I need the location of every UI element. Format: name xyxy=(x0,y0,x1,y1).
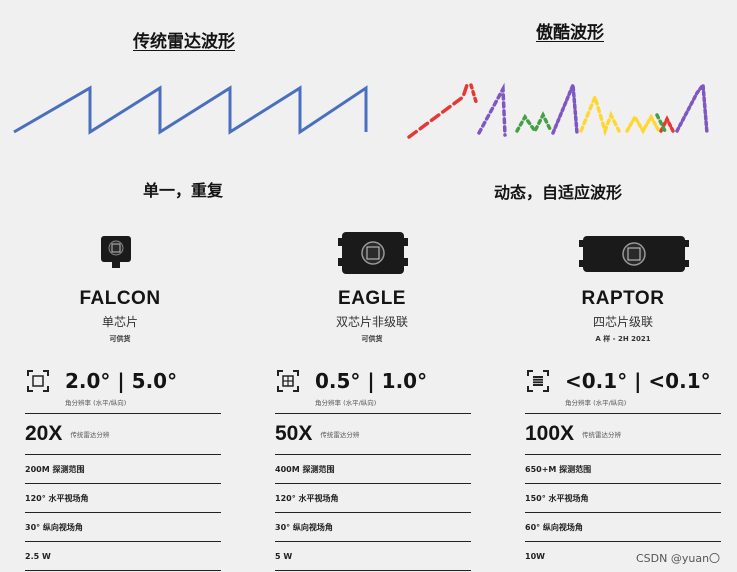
falcon-specs: 2.0° | 5.0° 角分辨率 (水平/纵向) 20X 传统雷达分辨 200M… xyxy=(25,364,225,571)
vertical-fov: 60° 纵向视场角 xyxy=(525,522,583,532)
product-chip: 单芯片 xyxy=(101,315,138,329)
product-availability: 可供货 xyxy=(361,335,383,343)
product-name: EAGLE xyxy=(338,288,406,309)
product-availability: A 样 - 2H 2021 xyxy=(595,335,651,343)
product-chip: 四芯片级联 xyxy=(592,315,653,329)
raptor-device-image xyxy=(503,228,737,276)
divider xyxy=(525,541,721,542)
divider xyxy=(25,483,221,484)
divider xyxy=(25,512,221,513)
divider xyxy=(25,413,221,414)
traditional-waveform-heading: 传统雷达波形 xyxy=(133,32,235,52)
adaptive-waveform xyxy=(407,80,709,139)
divider xyxy=(275,570,471,571)
oculii-waveform-heading: 傲酷波形 xyxy=(536,23,604,43)
detection-range: 650+M 探测范围 xyxy=(525,464,592,474)
angular-resolution-label: 角分辨率 (水平/纵向) xyxy=(315,399,377,407)
traditional-caption: 单一，重复 xyxy=(143,181,224,200)
resolution-multiplier: 50X xyxy=(275,422,313,445)
divider xyxy=(525,454,721,455)
dense-grid-icon xyxy=(527,370,549,392)
eagle-specs: 0.5° | 1.0° 角分辨率 (水平/纵向) 50X 传统雷达分辨 400M… xyxy=(275,364,475,571)
eagle-device-image xyxy=(252,228,492,276)
product-falcon: FALCON 单芯片 可供货 xyxy=(0,228,240,344)
power: 10W xyxy=(525,551,545,561)
horizontal-fov: 120° 水平视场角 xyxy=(275,493,339,503)
angular-resolution: 2.0° | 5.0° xyxy=(65,369,178,393)
angular-resolution-label: 角分辨率 (水平/纵向) xyxy=(565,399,627,407)
power: 5 W xyxy=(275,551,293,561)
csdn-watermark: CSDN @yuan〇 xyxy=(636,552,721,565)
divider xyxy=(525,512,721,513)
horizontal-fov: 120° 水平视场角 xyxy=(25,493,89,503)
divider xyxy=(25,570,221,571)
detection-range: 400M 探测范围 xyxy=(275,464,335,474)
horizontal-fov: 150° 水平视场角 xyxy=(525,493,589,503)
resolution-multiplier-label: 传统雷达分辨 xyxy=(320,431,360,439)
quad-grid-icon xyxy=(277,370,299,392)
divider xyxy=(275,483,471,484)
angular-resolution: 0.5° | 1.0° xyxy=(315,369,428,393)
product-chip: 双芯片非级联 xyxy=(335,315,408,329)
resolution-multiplier: 20X xyxy=(25,422,63,445)
divider xyxy=(525,413,721,414)
product-availability: 可供货 xyxy=(109,335,131,343)
resolution-multiplier-label: 传统雷达分辨 xyxy=(582,431,622,439)
detection-range: 200M 探测范围 xyxy=(25,464,85,474)
sawtooth-waveform xyxy=(13,85,368,135)
vertical-fov: 30° 纵向视场角 xyxy=(275,522,333,532)
power: 2.5 W xyxy=(25,551,51,561)
divider xyxy=(25,541,221,542)
divider xyxy=(25,454,221,455)
product-raptor: RAPTOR 四芯片级联 A 样 - 2H 2021 xyxy=(503,228,737,344)
angular-resolution-label: 角分辨率 (水平/纵向) xyxy=(65,399,127,407)
product-name: FALCON xyxy=(79,288,161,309)
divider xyxy=(275,413,471,414)
oculii-caption: 动态，自适应波形 xyxy=(494,183,623,202)
angular-resolution: <0.1° | <0.1° xyxy=(565,369,711,393)
single-grid-icon xyxy=(27,370,49,392)
product-name: RAPTOR xyxy=(581,288,665,309)
falcon-device-image xyxy=(0,228,240,276)
divider xyxy=(275,454,471,455)
product-eagle: EAGLE 双芯片非级联 可供货 xyxy=(252,228,492,344)
divider xyxy=(275,541,471,542)
raptor-specs: <0.1° | <0.1° 角分辨率 (水平/纵向) 100X 传统雷达分辨 6… xyxy=(525,364,725,570)
resolution-multiplier-label: 传统雷达分辨 xyxy=(70,431,110,439)
resolution-multiplier: 100X xyxy=(525,422,575,445)
vertical-fov: 30° 纵向视场角 xyxy=(25,522,83,532)
divider xyxy=(525,483,721,484)
divider xyxy=(275,512,471,513)
